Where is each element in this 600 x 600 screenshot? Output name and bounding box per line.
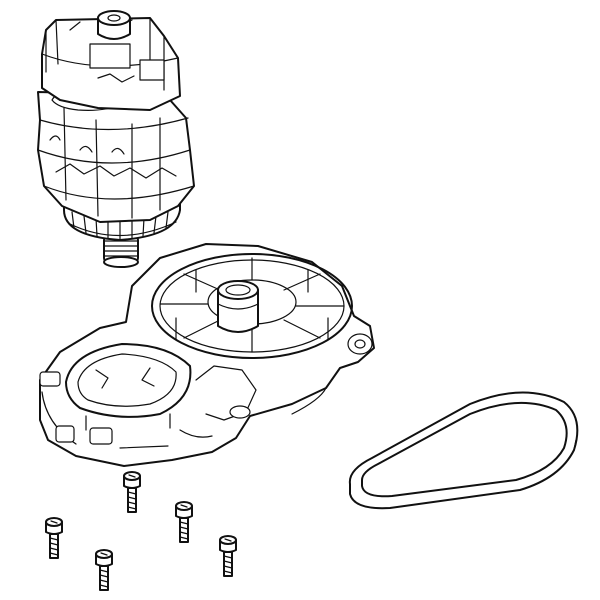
pulley-hub xyxy=(217,280,259,333)
screw-3 xyxy=(45,517,63,559)
gear-housing xyxy=(39,243,375,467)
motor-mount-ring xyxy=(65,343,192,431)
motor-end-cap xyxy=(41,10,181,111)
motor xyxy=(37,10,195,268)
screw-5 xyxy=(95,549,113,591)
screw-4 xyxy=(219,535,237,577)
drive-belt xyxy=(348,391,579,510)
motor-pinion xyxy=(103,235,139,268)
screw-2 xyxy=(175,501,193,543)
screws xyxy=(45,471,237,591)
screw-1 xyxy=(123,471,141,513)
